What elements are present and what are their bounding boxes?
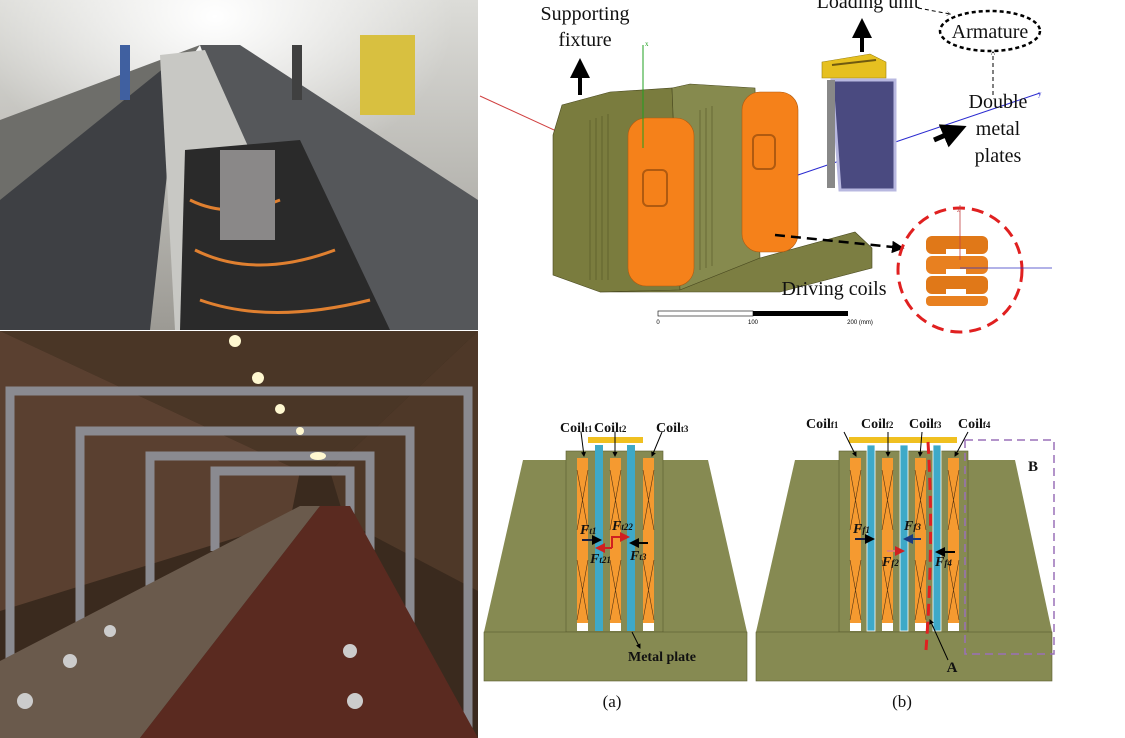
coils-a bbox=[576, 458, 655, 631]
scale-bar: 0 100 200 (mm) bbox=[656, 310, 873, 326]
caption-b: (b) bbox=[892, 692, 912, 711]
coil-t2-label: Coilt2 bbox=[594, 421, 627, 436]
axis-x-line bbox=[479, 95, 566, 136]
scale-tick-100: 100 bbox=[748, 320, 759, 326]
force-ff3: Ff3 bbox=[903, 519, 921, 534]
armature-ellipse bbox=[938, 9, 1042, 53]
armature-bar-a bbox=[588, 437, 643, 443]
force-ft22: Ft22 bbox=[611, 519, 633, 534]
coils-b bbox=[849, 458, 960, 631]
coil-f2-label: Coilf2 bbox=[861, 417, 894, 432]
metal-plate-a2 bbox=[627, 445, 635, 631]
photo-wooden-tunnel-launcher bbox=[0, 331, 478, 738]
label-plates: plates bbox=[975, 145, 1022, 167]
label-fixture: fixture bbox=[558, 29, 611, 51]
supporting-fixture-right bbox=[671, 83, 761, 291]
arrow-driving-coils bbox=[774, 233, 905, 254]
double-metal-plates bbox=[830, 78, 897, 192]
force-ft1: Ft1 bbox=[579, 523, 596, 538]
force-ff2: Ff2 bbox=[881, 555, 899, 570]
scale-tick-0: 0 bbox=[656, 320, 660, 326]
coil-f1-label: Coilf1 bbox=[806, 417, 839, 432]
axis-y-label: y bbox=[1038, 90, 1042, 98]
caption-a: (a) bbox=[603, 692, 622, 711]
force-ft3: Ft3 bbox=[629, 549, 647, 564]
metal-plate-label: Metal plate bbox=[628, 650, 696, 665]
label-metal: metal bbox=[976, 118, 1021, 140]
supporting-fixture-left bbox=[552, 87, 681, 293]
photo-tunnel-track bbox=[0, 0, 478, 330]
driving-coil-left bbox=[627, 117, 695, 287]
force-ff1: Ff1 bbox=[852, 522, 870, 537]
model-3d: x y Supporting fixture Loading unit Arma… bbox=[479, 0, 1052, 334]
coil-f4-label: Coilf4 bbox=[958, 417, 991, 432]
driving-coil-inset-circle bbox=[896, 206, 1024, 334]
cross-section-a: Coilt1 Coilt2 Coilt3 Ft1 Ft22 Ft21 Ft3 M… bbox=[483, 421, 748, 711]
coil-t3-label: Coilt3 bbox=[656, 421, 689, 436]
label-a: A bbox=[947, 660, 958, 676]
axis-y-line bbox=[797, 92, 1041, 176]
coil-f3-label: Coilf3 bbox=[909, 417, 942, 432]
label-supporting: Supporting bbox=[541, 3, 630, 25]
metal-plate-a1 bbox=[595, 445, 603, 631]
driving-coil-inset bbox=[926, 236, 988, 306]
region-b-box bbox=[964, 439, 1055, 655]
label-double: Double bbox=[969, 91, 1028, 113]
label-armature: Armature bbox=[952, 21, 1029, 43]
arrow-plates bbox=[933, 124, 967, 148]
label-loading-unit: Loading unit bbox=[817, 0, 920, 13]
label-driving-coils: Driving coils bbox=[782, 278, 887, 300]
axis-x-label: x bbox=[645, 40, 649, 48]
armature-bar-b bbox=[849, 437, 957, 443]
inset-axis-z-label: z bbox=[957, 208, 960, 214]
fixture-base bbox=[599, 231, 873, 293]
label-b: B bbox=[1028, 459, 1038, 475]
force-ff4: Ff4 bbox=[934, 555, 952, 570]
scale-tick-200: 200 (mm) bbox=[847, 320, 873, 326]
armature-loading-bar bbox=[821, 53, 887, 79]
coil-t1-label: Coilt1 bbox=[560, 421, 593, 436]
driving-coil-right bbox=[741, 91, 799, 253]
red-dashed-line-a bbox=[924, 441, 933, 651]
force-ft21: Ft21 bbox=[589, 552, 611, 567]
cross-section-b: Coilf1 Coilf2 Coilf3 Coilf4 Ff1 Ff3 Ff2 … bbox=[755, 417, 1055, 711]
